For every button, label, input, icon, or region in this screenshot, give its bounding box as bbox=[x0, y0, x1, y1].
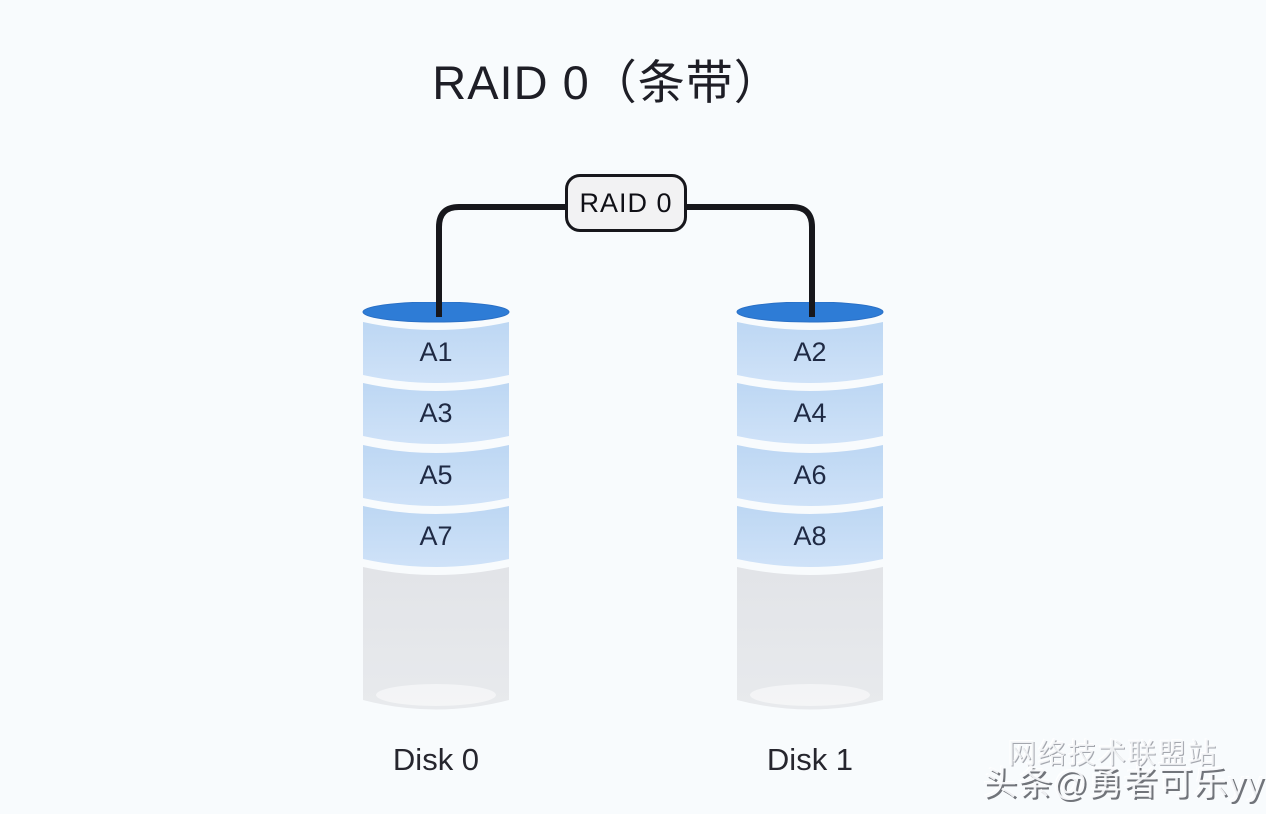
stripe-block bbox=[737, 506, 883, 567]
stripe-block bbox=[363, 383, 509, 444]
raid-controller-node: RAID 0 bbox=[565, 174, 687, 232]
stripe-block bbox=[737, 383, 883, 444]
raid-controller-label: RAID 0 bbox=[579, 187, 673, 218]
disk-0-label: Disk 0 bbox=[392, 742, 480, 777]
block-label: A1 bbox=[419, 337, 452, 367]
block-label: A2 bbox=[793, 337, 826, 367]
block-label: A4 bbox=[793, 398, 826, 428]
connector-left bbox=[436, 204, 566, 317]
disk-1-label: Disk 1 bbox=[766, 742, 854, 777]
block-label: A6 bbox=[793, 460, 826, 490]
block-label: A5 bbox=[419, 460, 452, 490]
diagram-title: RAID 0（条带） bbox=[432, 56, 782, 109]
disk-free-space bbox=[737, 567, 883, 710]
stripe-block bbox=[363, 322, 509, 383]
disk-0-cylinder: A1 A3 A5 A7 bbox=[362, 302, 510, 722]
block-label: A8 bbox=[793, 521, 826, 551]
disk-free-space bbox=[363, 567, 509, 710]
stripe-block bbox=[737, 445, 883, 506]
connector-right bbox=[686, 204, 815, 317]
disk-bottom-highlight bbox=[376, 684, 496, 706]
stripe-block bbox=[363, 506, 509, 567]
stripe-block bbox=[363, 445, 509, 506]
block-label: A3 bbox=[419, 398, 452, 428]
stripe-block bbox=[737, 322, 883, 383]
block-label: A7 bbox=[419, 521, 452, 551]
disk-1-cylinder: A2 A4 A6 A8 bbox=[736, 302, 884, 722]
disk-bottom-highlight bbox=[750, 684, 870, 706]
